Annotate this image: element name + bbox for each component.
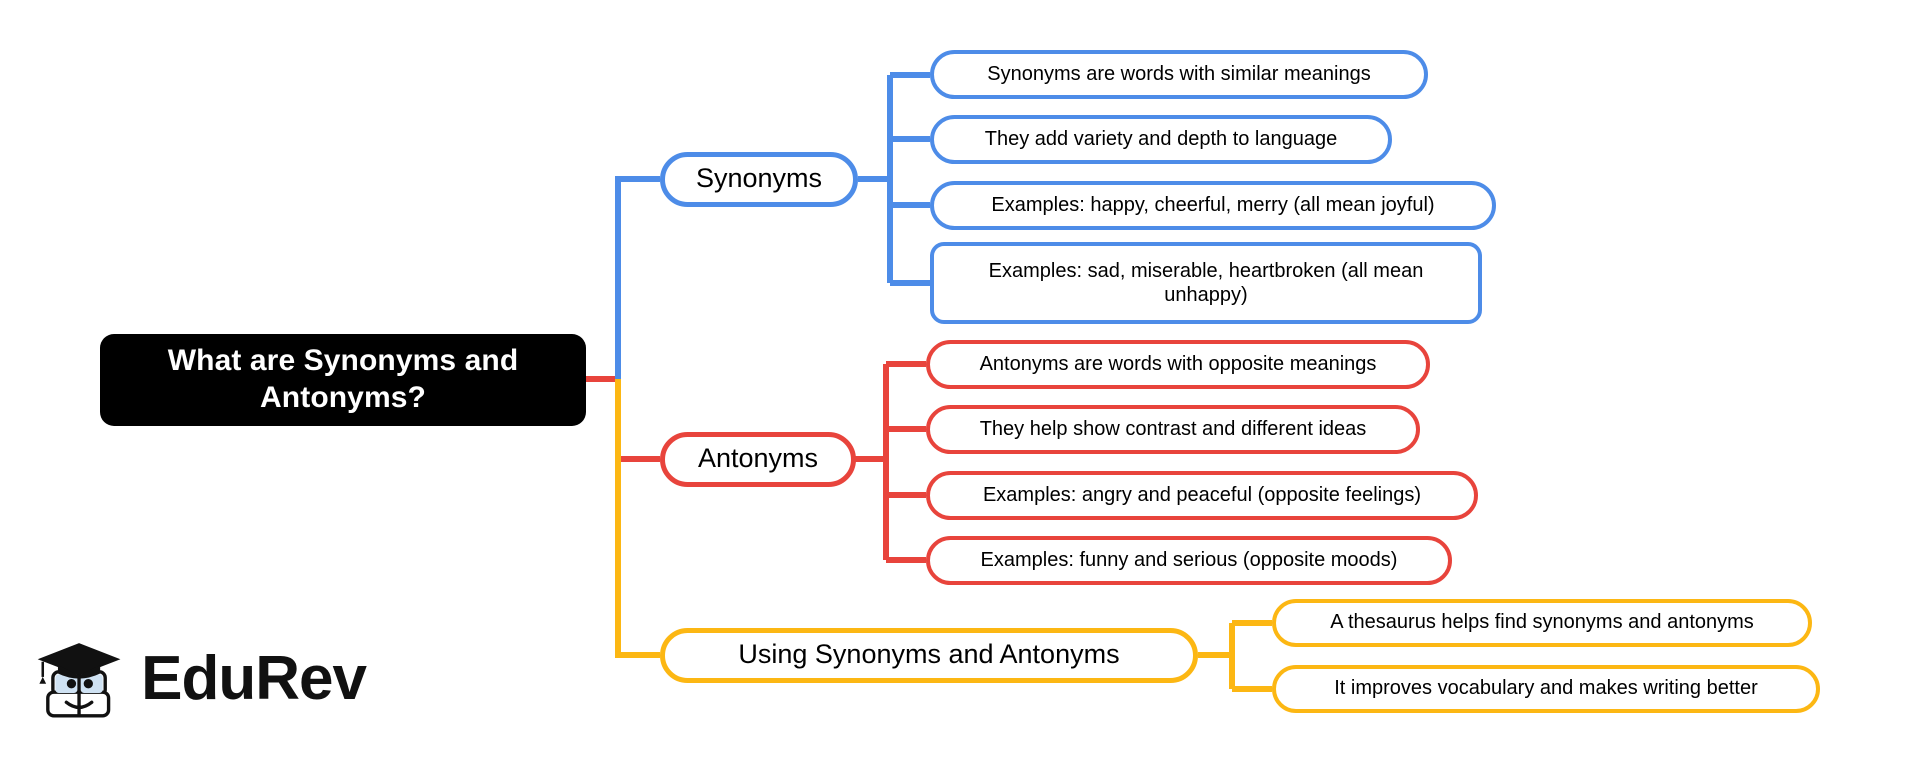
leaf-node-synonyms-4-label: Examples: sad, miserable, heartbroken (a… [988, 259, 1429, 306]
leaf-node-synonyms-3-label: Examples: happy, cheerful, merry (all me… [991, 193, 1435, 216]
leaf-node-synonyms-2[interactable]: They add variety and depth to language [930, 115, 1392, 164]
branch-node-antonyms[interactable]: Antonyms [660, 432, 856, 487]
leaf-node-antonyms-3[interactable]: Examples: angry and peaceful (opposite f… [926, 471, 1478, 520]
branch-node-using-label: Using Synonyms and Antonyms [738, 639, 1120, 670]
leaf-node-synonyms-4[interactable]: Examples: sad, miserable, heartbroken (a… [930, 242, 1482, 324]
branch-node-synonyms-label: Synonyms [695, 163, 823, 194]
leaf-node-synonyms-3[interactable]: Examples: happy, cheerful, merry (all me… [930, 181, 1496, 230]
leaf-node-antonyms-2[interactable]: They help show contrast and different id… [926, 405, 1420, 454]
leaf-node-using-1-label: A thesaurus helps find synonyms and anto… [1330, 611, 1754, 634]
leaf-node-synonyms-1[interactable]: Synonyms are words with similar meanings [930, 50, 1428, 99]
branch-node-synonyms[interactable]: Synonyms [660, 152, 858, 207]
leaf-node-using-1[interactable]: A thesaurus helps find synonyms and anto… [1272, 599, 1812, 647]
leaf-node-antonyms-4-label: Examples: funny and serious (opposite mo… [980, 548, 1398, 571]
leaf-node-antonyms-2-label: They help show contrast and different id… [979, 417, 1367, 440]
edurev-wordmark: EduRev [141, 644, 367, 713]
edurev-logo: EduRev [36, 628, 367, 736]
branch-node-using[interactable]: Using Synonyms and Antonyms [660, 628, 1198, 683]
leaf-node-using-2-label: It improves vocabulary and makes writing… [1334, 677, 1758, 700]
edurev-graduation-cap-book-icon [37, 643, 121, 718]
leaf-node-synonyms-1-label: Synonyms are words with similar meanings [987, 62, 1371, 85]
root-node-label: What are Synonyms and Antonyms? [167, 344, 526, 414]
leaf-node-synonyms-2-label: They add variety and depth to language [984, 127, 1338, 150]
root-node[interactable]: What are Synonyms and Antonyms? [100, 334, 586, 426]
branch-node-antonyms-label: Antonyms [697, 443, 819, 474]
leaf-node-antonyms-1[interactable]: Antonyms are words with opposite meaning… [926, 340, 1430, 389]
leaf-node-antonyms-1-label: Antonyms are words with opposite meaning… [979, 352, 1377, 375]
leaf-node-using-2[interactable]: It improves vocabulary and makes writing… [1272, 665, 1820, 713]
leaf-node-antonyms-4[interactable]: Examples: funny and serious (opposite mo… [926, 536, 1452, 585]
leaf-node-antonyms-3-label: Examples: angry and peaceful (opposite f… [982, 483, 1422, 506]
